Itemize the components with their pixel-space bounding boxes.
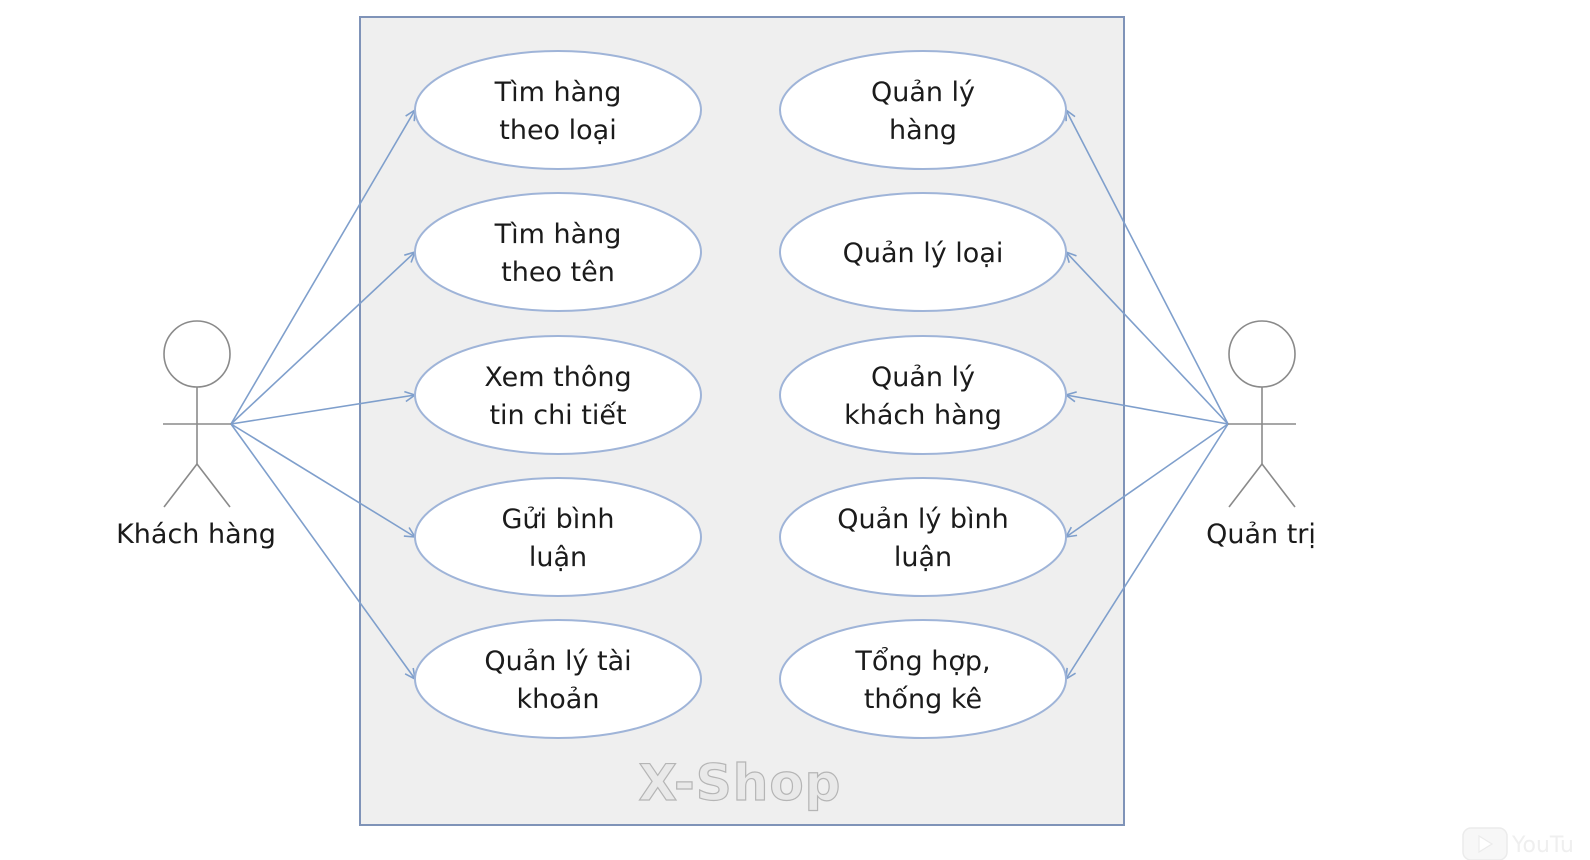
association-customer-find-by-name — [230, 252, 415, 425]
use-case-label: Tổng hợp, — [854, 646, 990, 677]
youtube-play-icon: YouTu — [1462, 827, 1574, 860]
association-admin-manage-comments — [1066, 423, 1229, 537]
association-customer-view-details — [230, 395, 415, 425]
stick-figure-icon — [163, 320, 231, 508]
use-case-ellipse — [779, 619, 1067, 739]
actor-customer-name: Khách hàng — [116, 519, 276, 550]
use-case-label: luận — [894, 542, 952, 573]
use-case-label: tin chi tiết — [489, 400, 626, 431]
association-lines — [230, 110, 1229, 679]
use-case-ellipse — [779, 335, 1067, 455]
use-case-ellipse — [414, 50, 702, 170]
use-case-manage-customers[interactable]: Quản lý khách hàng — [779, 335, 1067, 455]
use-case-ellipse — [414, 192, 702, 312]
use-case-label: Xem thông — [484, 362, 631, 393]
use-case-label: hàng — [889, 115, 957, 146]
use-case-label: luận — [529, 542, 587, 573]
use-case-label: thống kê — [864, 684, 982, 715]
association-admin-manage-products — [1066, 110, 1229, 425]
use-case-view-details[interactable]: Xem thông tin chi tiết — [414, 335, 702, 455]
actor-admin-name: Quản trị — [1206, 519, 1316, 550]
use-case-ellipse — [414, 619, 702, 739]
use-case-find-by-category[interactable]: Tìm hàng theo loại — [414, 50, 702, 170]
stick-figure-icon — [1228, 320, 1296, 508]
use-case-manage-account[interactable]: Quản lý tài khoản — [414, 619, 702, 739]
use-case-label: Quản lý tài — [484, 646, 631, 677]
use-case-manage-products[interactable]: Quản lý hàng — [779, 50, 1067, 170]
use-case-ellipse — [779, 192, 1067, 312]
use-case-label: Gửi bình — [502, 504, 615, 535]
association-admin-reports — [1066, 423, 1229, 679]
use-case-ellipse — [414, 477, 702, 597]
svg-text:YouTu: YouTu — [1511, 833, 1574, 858]
use-case-ellipse — [779, 477, 1067, 597]
actor-admin[interactable]: Quản trị — [1206, 320, 1316, 550]
use-case-manage-categories[interactable]: Quản lý loại — [779, 192, 1067, 312]
use-case-label: Quản lý loại — [843, 238, 1004, 269]
association-customer-manage-account — [230, 423, 415, 679]
use-case-label: Tìm hàng — [494, 77, 622, 108]
use-case-label: Tìm hàng — [494, 219, 622, 250]
use-case-label: khách hàng — [844, 400, 1002, 431]
use-case-ellipse — [414, 335, 702, 455]
use-case-find-by-name[interactable]: Tìm hàng theo tên — [414, 192, 702, 312]
use-case-label: Quản lý bình — [837, 504, 1009, 535]
association-customer-find-by-category — [230, 110, 415, 425]
use-case-label: khoản — [517, 684, 600, 715]
association-admin-manage-categories — [1066, 252, 1229, 425]
use-case-reports[interactable]: Tổng hợp, thống kê — [779, 619, 1067, 739]
association-customer-post-comment — [230, 423, 415, 537]
use-case-label: Quản lý — [871, 77, 975, 108]
actor-customer[interactable]: Khách hàng — [116, 320, 276, 550]
use-case-label: theo loại — [499, 115, 616, 146]
use-case-label: Quản lý — [871, 362, 975, 393]
association-admin-manage-customers — [1066, 395, 1229, 425]
use-case-ellipse — [779, 50, 1067, 170]
use-case-post-comment[interactable]: Gửi bình luận — [414, 477, 702, 597]
system-name: X-Shop — [639, 754, 842, 812]
use-case-manage-comments[interactable]: Quản lý bình luận — [779, 477, 1067, 597]
use-case-label: theo tên — [501, 257, 615, 288]
